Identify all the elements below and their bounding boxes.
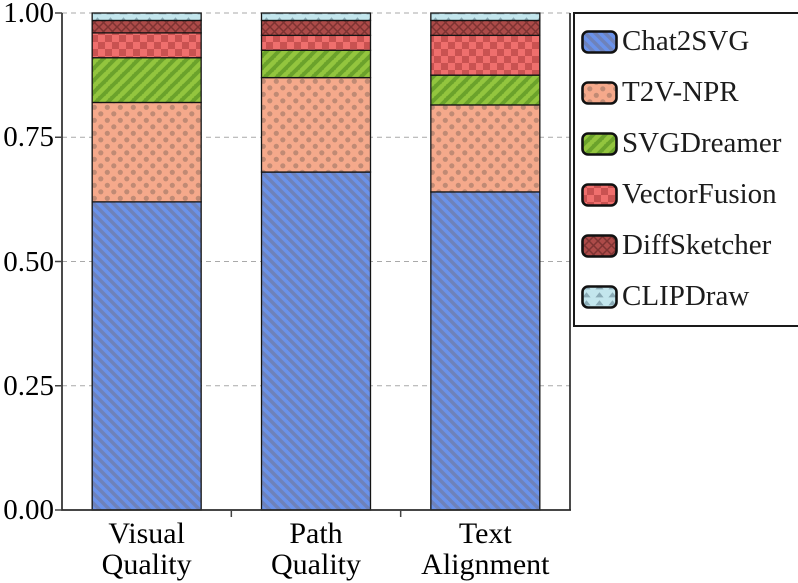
legend-swatch-dot-icon bbox=[581, 80, 618, 105]
legend-item-t2v-npr: T2V-NPR bbox=[580, 67, 798, 118]
bar-segment-svgdreamer-path-quality bbox=[260, 49, 372, 79]
y-tick-label-0.50: 0.50 bbox=[3, 245, 54, 278]
bar-segment-svgdreamer-text-alignment bbox=[430, 74, 541, 106]
legend-label: DiffSketcher bbox=[622, 229, 772, 261]
legend-label: Chat2SVG bbox=[622, 25, 750, 57]
legend-item-vectorfusion: VectorFusion bbox=[580, 169, 798, 220]
bar-segment-diffsketcher-text-alignment bbox=[430, 19, 541, 37]
y-tick-label-0.00: 0.00 bbox=[3, 494, 54, 526]
axes-spines bbox=[55, 12, 571, 517]
bar-segment-vectorfusion-text-alignment bbox=[430, 34, 541, 76]
legend-item-svgdreamer: SVGDreamer bbox=[580, 118, 798, 169]
bar-segment-diffsketcher-path-quality bbox=[260, 19, 372, 37]
legend-label: SVGDreamer bbox=[622, 127, 782, 159]
x-tick-label-line: Text bbox=[458, 517, 512, 550]
bar-segment-t2v-npr-text-alignment bbox=[430, 104, 541, 193]
x-tick-label-line: Quality bbox=[101, 548, 192, 581]
y-tick-label-1.00: 1.00 bbox=[3, 0, 54, 29]
legend-swatch-rect bbox=[581, 80, 618, 105]
y-tick-label-0.25: 0.25 bbox=[3, 369, 54, 402]
legend-swatch-rect bbox=[581, 29, 618, 54]
legend-swatch-rect bbox=[581, 284, 618, 309]
legend-swatch-cross-icon bbox=[581, 233, 618, 258]
bar-segment-clipdraw-path-quality bbox=[260, 12, 372, 22]
legend-label: T2V-NPR bbox=[622, 76, 739, 108]
legend-item-clipdraw: CLIPDraw bbox=[580, 271, 798, 322]
bar-segment-svgdreamer-visual-quality bbox=[91, 57, 202, 104]
legend-label: VectorFusion bbox=[622, 178, 777, 210]
bar-segment-vectorfusion-visual-quality bbox=[91, 32, 202, 59]
legend-swatch-slash-icon bbox=[581, 131, 618, 156]
bar-segment-chat2svg-visual-quality bbox=[91, 201, 202, 511]
x-tick-label-line: Quality bbox=[271, 548, 361, 581]
bar-segment-clipdraw-visual-quality bbox=[91, 12, 202, 22]
bar-segment-vectorfusion-path-quality bbox=[260, 34, 372, 51]
bars bbox=[91, 12, 541, 511]
bar-segment-chat2svg-path-quality bbox=[260, 171, 372, 511]
bar-segment-clipdraw-text-alignment bbox=[430, 12, 541, 22]
x-tick-label-line: Visual bbox=[108, 517, 185, 550]
legend-swatch-rect bbox=[581, 131, 618, 156]
legend-swatch-rect bbox=[581, 182, 618, 207]
legend-swatch-checker-icon bbox=[581, 182, 618, 207]
bar-segment-chat2svg-text-alignment bbox=[430, 191, 541, 511]
legend-swatch-backslash-icon bbox=[581, 29, 618, 54]
x-tick-label-line: Path bbox=[289, 517, 343, 550]
legend-item-diffsketcher: DiffSketcher bbox=[580, 220, 798, 271]
legend-item-chat2svg: Chat2SVG bbox=[580, 16, 798, 67]
bar-segment-t2v-npr-visual-quality bbox=[91, 101, 202, 203]
bar-segment-diffsketcher-visual-quality bbox=[91, 19, 202, 34]
x-tick-label-line: Alignment bbox=[421, 548, 550, 581]
y-tick-label-0.75: 0.75 bbox=[3, 121, 54, 154]
legend-swatch-triangle-icon bbox=[581, 284, 618, 309]
bar-segment-t2v-npr-path-quality bbox=[260, 76, 372, 173]
legend-label: CLIPDraw bbox=[622, 280, 750, 312]
legend-swatch-rect bbox=[581, 233, 618, 258]
